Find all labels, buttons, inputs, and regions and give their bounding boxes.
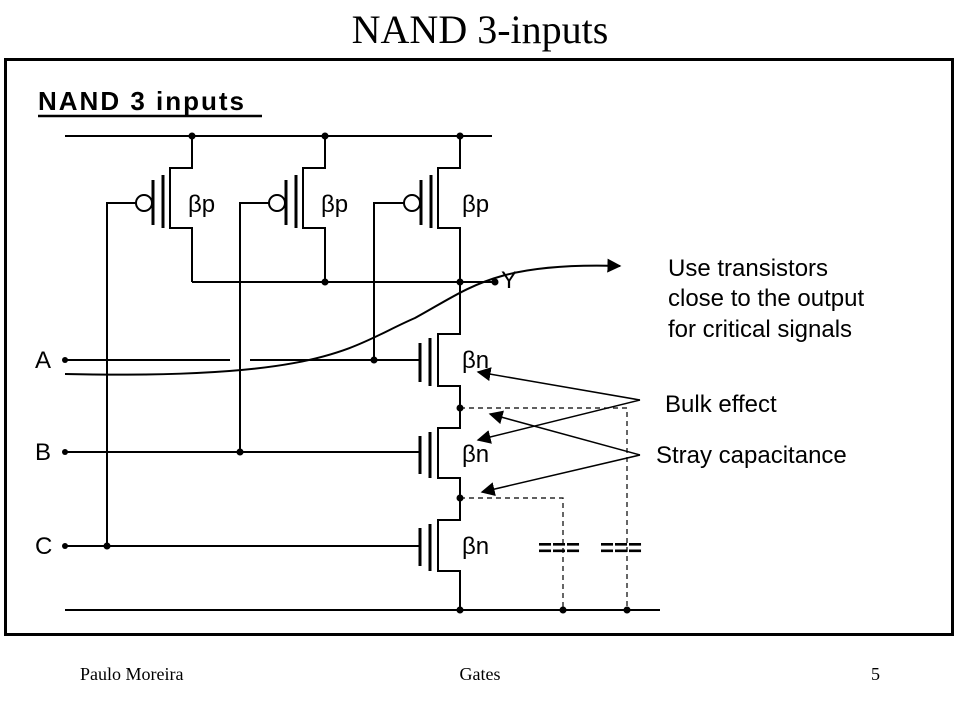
bulk-effect-label: Bulk effect: [665, 391, 777, 418]
pmos-transistor-3: [373, 136, 461, 360]
junction-dots: [62, 132, 631, 614]
critical-path-curve: [64, 258, 622, 376]
input-label-a: A: [35, 347, 51, 374]
pmos-beta-label-3: βp: [462, 191, 489, 218]
nmos-beta-label-c: βn: [462, 533, 489, 560]
diagram-heading: NAND 3 inputs: [38, 86, 246, 116]
input-label-b: B: [35, 439, 51, 466]
output-note-line-2: close to the output: [668, 285, 864, 312]
footer-author: Paulo Moreira: [80, 664, 184, 684]
pmos-transistor-1: [106, 136, 193, 546]
slide-title: NAND 3-inputs: [351, 7, 609, 52]
output-label-y: Y: [501, 267, 517, 294]
nmos-transistor-a: [418, 282, 461, 408]
nmos-transistor-c: [418, 498, 461, 610]
output-note-line-1: Use transistors: [668, 255, 828, 282]
capacitor-symbol-1: ===: [538, 535, 580, 562]
capacitor-symbol-2: ===: [600, 535, 642, 562]
stray-capacitance-label: Stray capacitance: [656, 442, 847, 469]
input-label-c: C: [35, 533, 52, 560]
nmos-beta-label-b: βn: [462, 441, 489, 468]
stray-capacitance-wires: [460, 407, 628, 610]
nmos-transistor-b: [418, 408, 461, 498]
nmos-beta-label-a: βn: [462, 347, 489, 374]
pmos-transistor-2: [239, 136, 326, 452]
pmos-beta-label-2: βp: [321, 191, 348, 218]
diagram-frame: [4, 58, 954, 636]
footer-section: Gates: [459, 664, 501, 684]
annotation-arrows: [476, 367, 641, 496]
output-note-line-3: for critical signals: [668, 316, 852, 343]
pmos-beta-label-1: βp: [188, 191, 215, 218]
footer-page-number: 5: [871, 664, 880, 684]
